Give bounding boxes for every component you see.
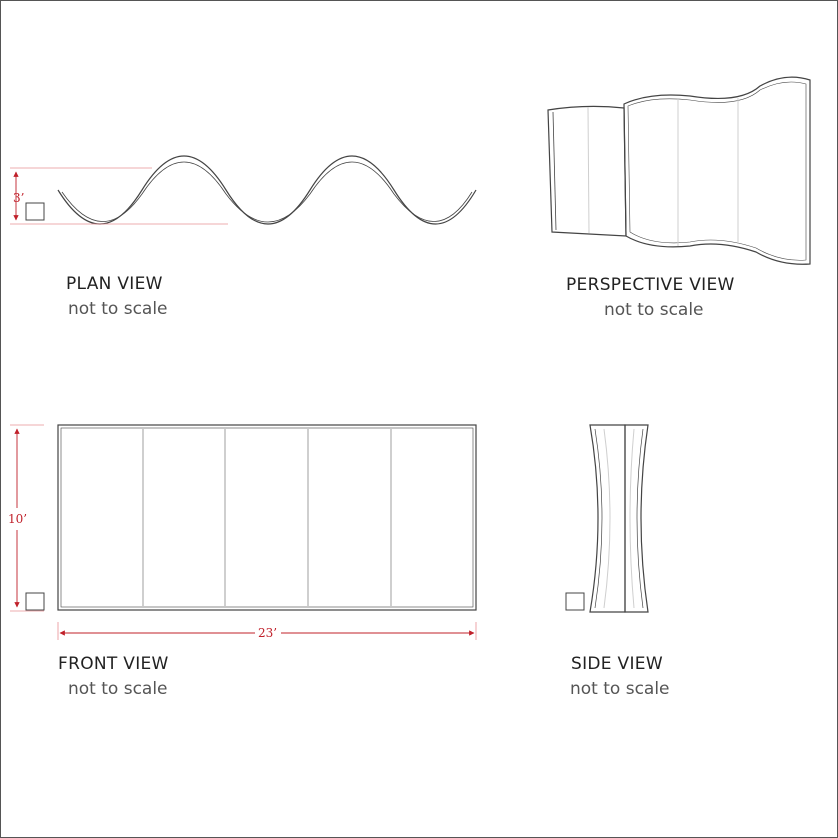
front-view-title: FRONT VIEW <box>58 654 169 674</box>
front-scale-figure <box>25 592 45 611</box>
side-panel-right <box>624 424 649 613</box>
perspective-panel-front <box>623 76 811 265</box>
perspective-view-subtitle: not to scale <box>604 300 704 320</box>
plan-scale-figure <box>25 202 45 221</box>
front-view-drawing <box>10 424 477 640</box>
plan-view-subtitle: not to scale <box>68 299 168 319</box>
plan-depth-label: 3’ <box>13 191 24 205</box>
perspective-view-title: PERSPECTIVE VIEW <box>566 275 735 295</box>
side-view-drawing <box>565 424 649 613</box>
front-width-label: 23’ <box>258 626 277 640</box>
side-view-subtitle: not to scale <box>570 679 670 699</box>
front-panel-outline <box>57 424 477 611</box>
side-view-title: SIDE VIEW <box>571 654 663 674</box>
plan-wave-inner <box>61 161 473 223</box>
plan-view-drawing <box>10 155 477 225</box>
plan-wave-outer <box>57 155 477 225</box>
plan-view-title: PLAN VIEW <box>66 274 163 294</box>
front-height-label: 10’ <box>8 512 27 526</box>
perspective-view-drawing <box>547 76 811 265</box>
front-view-subtitle: not to scale <box>68 679 168 699</box>
side-scale-figure <box>565 592 585 611</box>
perspective-panel-back <box>547 105 627 237</box>
side-panel-left <box>589 424 626 613</box>
